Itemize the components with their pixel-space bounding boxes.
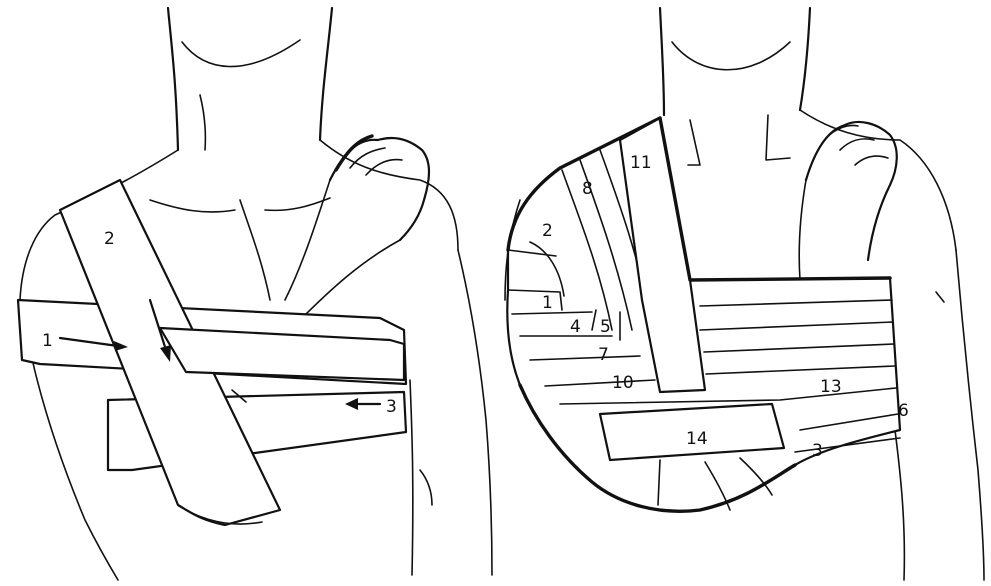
right-label-11: 11 bbox=[630, 153, 652, 173]
right-label-7: 7 bbox=[598, 345, 609, 365]
left-label-1: 1 bbox=[42, 331, 53, 351]
right-label-13: 13 bbox=[820, 377, 842, 397]
right-label-2: 2 bbox=[542, 221, 553, 241]
left-label-2: 2 bbox=[104, 229, 115, 249]
right-label-8: 8 bbox=[582, 179, 593, 199]
right-label-4: 4 bbox=[570, 317, 581, 337]
right-label-6: 6 bbox=[898, 401, 909, 421]
left-label-3: 3 bbox=[386, 397, 397, 417]
left-figure: 1 2 3 bbox=[18, 8, 492, 580]
right-label-14: 14 bbox=[686, 429, 708, 449]
right-hand-on-shoulder bbox=[799, 122, 897, 280]
right-label-10: 10 bbox=[612, 373, 634, 393]
right-label-1: 1 bbox=[542, 293, 553, 313]
right-label-5: 5 bbox=[600, 317, 611, 337]
right-label-3: 3 bbox=[812, 441, 823, 461]
right-figure: 1 2 3 4 5 6 7 8 10 11 13 14 bbox=[505, 8, 984, 580]
